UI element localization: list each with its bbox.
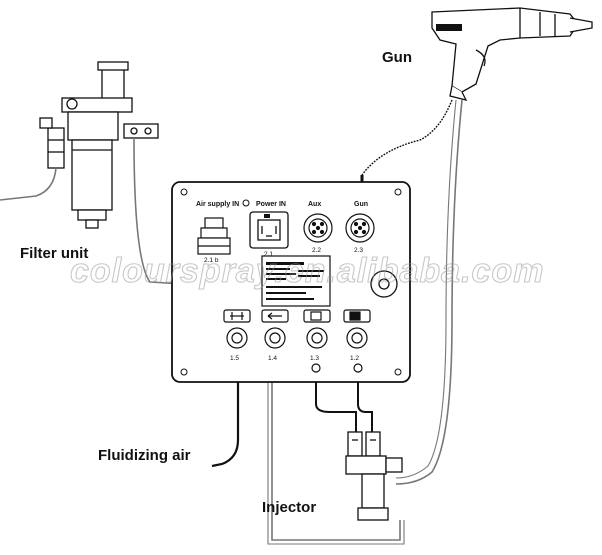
gun-socket [345, 213, 375, 243]
filter-unit-callout: Filter unit [20, 245, 88, 262]
air-port-number: 2.1 b [204, 257, 219, 264]
injector-line-2 [357, 372, 373, 432]
power-socket [249, 211, 289, 249]
power-port-number: 2.1 [264, 251, 273, 258]
port-number-1-5: 1.5 [230, 355, 239, 362]
air-supply-hose [133, 137, 185, 285]
aux-label: Aux [308, 201, 321, 208]
fluidizing-air-callout: Fluidizing air [98, 447, 191, 464]
supply-air-line [0, 167, 57, 201]
powder-hose [395, 99, 463, 485]
watermark: colourspray.en.alibaba.com [70, 252, 544, 290]
ground-terminal [370, 270, 398, 298]
fluidizing-air-line [211, 372, 240, 468]
gun-port-label: Gun [354, 201, 368, 208]
port-number-1-3: 1.3 [310, 355, 319, 362]
gun-cable [361, 99, 453, 176]
rating-plate [261, 255, 331, 307]
air-supply-indicator [242, 199, 250, 207]
filter-unit [39, 61, 159, 229]
power-in-label: Power IN [256, 201, 286, 208]
injector-callout: Injector [262, 499, 316, 516]
air-supply-connector [197, 217, 231, 255]
dosing-air-line [271, 380, 401, 541]
dosing-air-line-inner [267, 380, 405, 545]
port-number-1-2: 1.2 [350, 355, 359, 362]
aux-port-number: 2.2 [312, 247, 321, 254]
spray-gun [431, 7, 593, 101]
injector [345, 431, 403, 521]
gun-callout: Gun [382, 49, 412, 66]
injector-line-1 [315, 372, 357, 432]
gun-port-number: 2.3 [354, 247, 363, 254]
powder-hose-inner [395, 99, 457, 479]
hose-fittings [311, 363, 363, 373]
port-number-1-4: 1.4 [268, 355, 277, 362]
bottom-ports [223, 309, 371, 349]
air-supply-in-label: Air supply IN [196, 201, 239, 208]
aux-socket [303, 213, 333, 243]
